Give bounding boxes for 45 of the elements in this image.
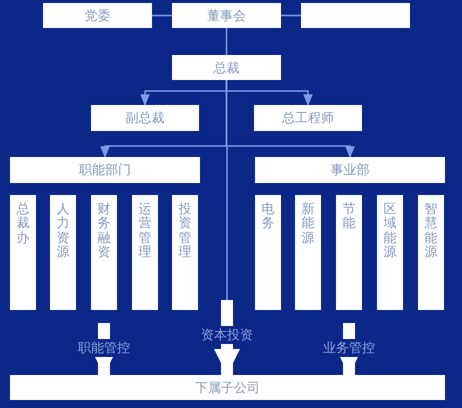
box-label: 新能源 [302, 203, 314, 246]
org-box [172, 55, 281, 80]
org-box [255, 157, 445, 183]
org-box [91, 105, 199, 131]
box-label: 运营管理 [138, 203, 152, 260]
box-label: 总裁 [214, 60, 240, 76]
box-label: 总工程师 [282, 110, 334, 127]
org-box [43, 3, 152, 28]
column-box [255, 195, 281, 310]
column-box [132, 195, 158, 310]
connector-line [281, 14, 301, 16]
box-label: 总裁办 [16, 203, 30, 246]
column-box [295, 195, 321, 310]
box-label: 节能 [342, 203, 356, 232]
column-box [10, 195, 36, 310]
box-label: 财务融资 [98, 203, 110, 260]
edge-label: 职能管控 [77, 339, 131, 357]
column-box [418, 195, 444, 310]
box-label: 职能部门 [79, 162, 131, 179]
box-label: 下属子公司 [195, 380, 260, 396]
column-box [336, 195, 362, 310]
box-label: 事业部 [330, 162, 370, 179]
box-label: 区域能源 [384, 203, 396, 260]
edge-label: 资本投资 [200, 326, 254, 344]
box-label: 智慧能源 [424, 203, 438, 260]
connector-line [152, 14, 172, 16]
org-box [10, 157, 200, 183]
box-label: 董事会 [207, 8, 246, 24]
org-box [301, 3, 410, 28]
column-box [172, 195, 198, 310]
org-box [10, 375, 445, 400]
org-box [254, 105, 362, 131]
column-box [50, 195, 76, 310]
block-arrow [214, 300, 240, 375]
box-label: 电务 [262, 203, 274, 232]
box-label: 投资管理 [178, 203, 192, 260]
box-label: 人力资源 [56, 203, 70, 260]
connector-line [226, 28, 228, 55]
box-label: 副总裁 [126, 110, 164, 127]
column-box [91, 195, 117, 310]
box-label: 党委 [84, 8, 110, 24]
org-box [172, 3, 281, 28]
edge-label: 业务管控 [322, 339, 376, 357]
column-box [377, 195, 403, 310]
arrow [226, 80, 355, 158]
